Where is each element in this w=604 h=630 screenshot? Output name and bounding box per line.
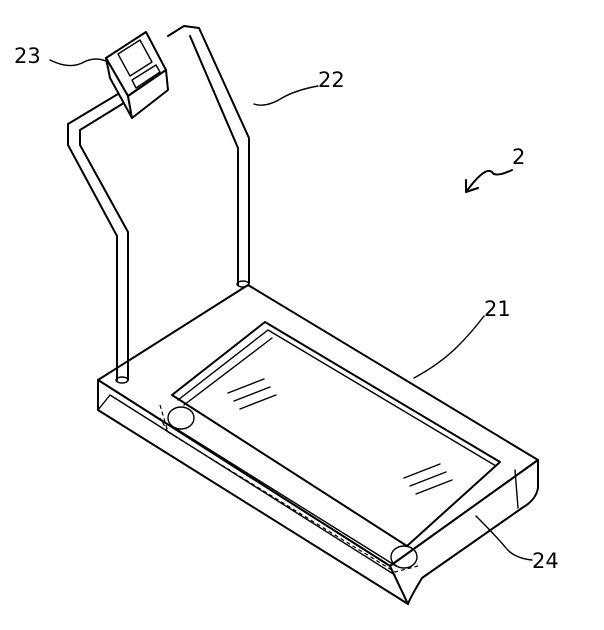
apparatus-arrow xyxy=(465,169,513,193)
label-24: 24 xyxy=(532,549,559,573)
leader-lines xyxy=(49,58,533,561)
display-screen xyxy=(117,39,153,77)
treadmill-belt xyxy=(159,321,501,573)
label-22: 22 xyxy=(318,68,345,92)
label-21: 21 xyxy=(484,297,511,321)
handrail-frame xyxy=(67,25,250,384)
display-unit xyxy=(105,31,169,119)
label-23: 23 xyxy=(14,44,41,68)
label-2: 2 xyxy=(512,145,525,169)
